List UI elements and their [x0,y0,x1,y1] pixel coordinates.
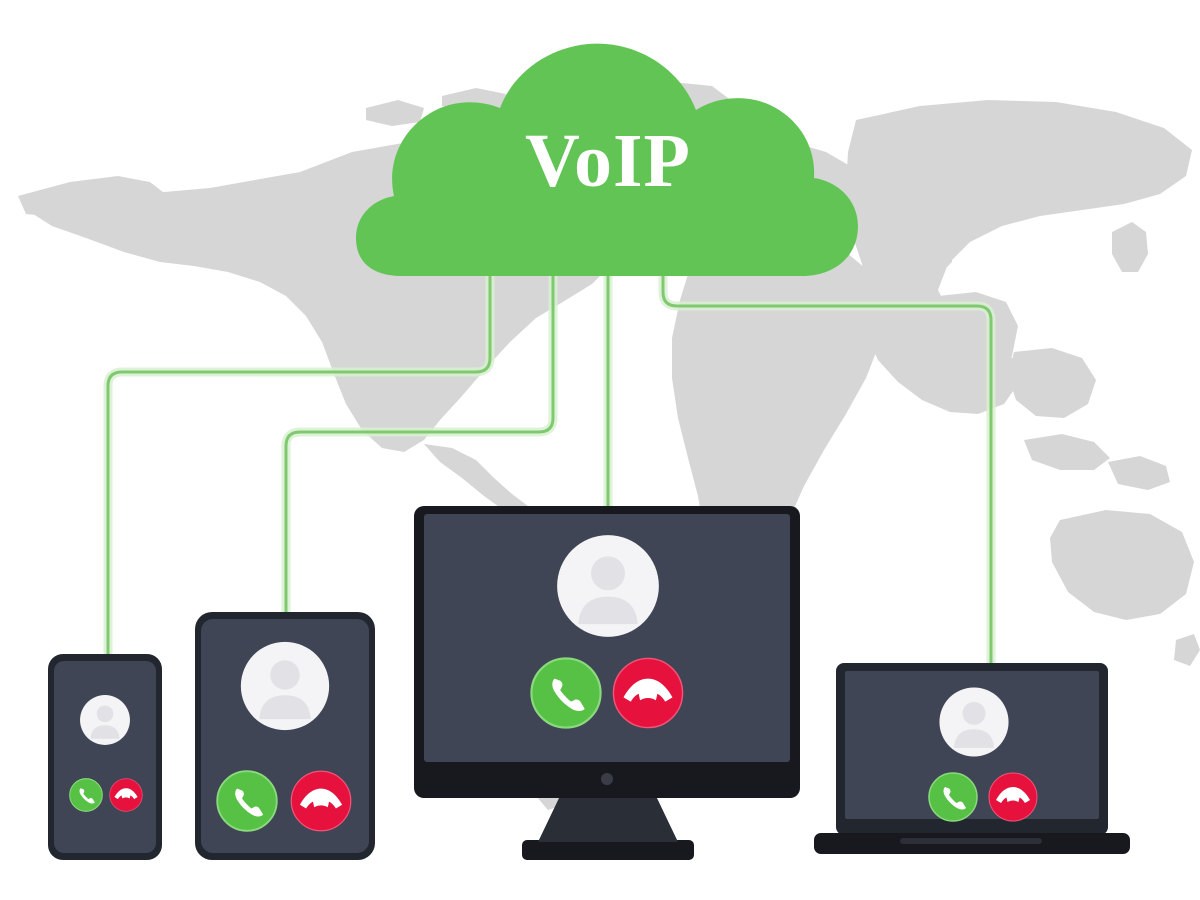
monitor-stand-base [522,840,694,860]
monitor-stand-neck [538,796,678,842]
monitor-logo-icon [601,773,613,785]
monitor-screen [424,514,790,762]
device-tablet[interactable] [195,612,375,860]
link-to-laptop [661,270,993,670]
device-smartphone[interactable] [48,654,162,860]
link-to-phone [106,270,492,662]
device-desktop-monitor[interactable] [414,506,800,860]
laptop-trackpad-notch [900,838,1042,844]
cloud-label: VoIP [525,119,691,203]
link-to-tablet [284,270,555,624]
device-laptop[interactable] [814,663,1130,854]
cloud-icon [356,43,858,277]
